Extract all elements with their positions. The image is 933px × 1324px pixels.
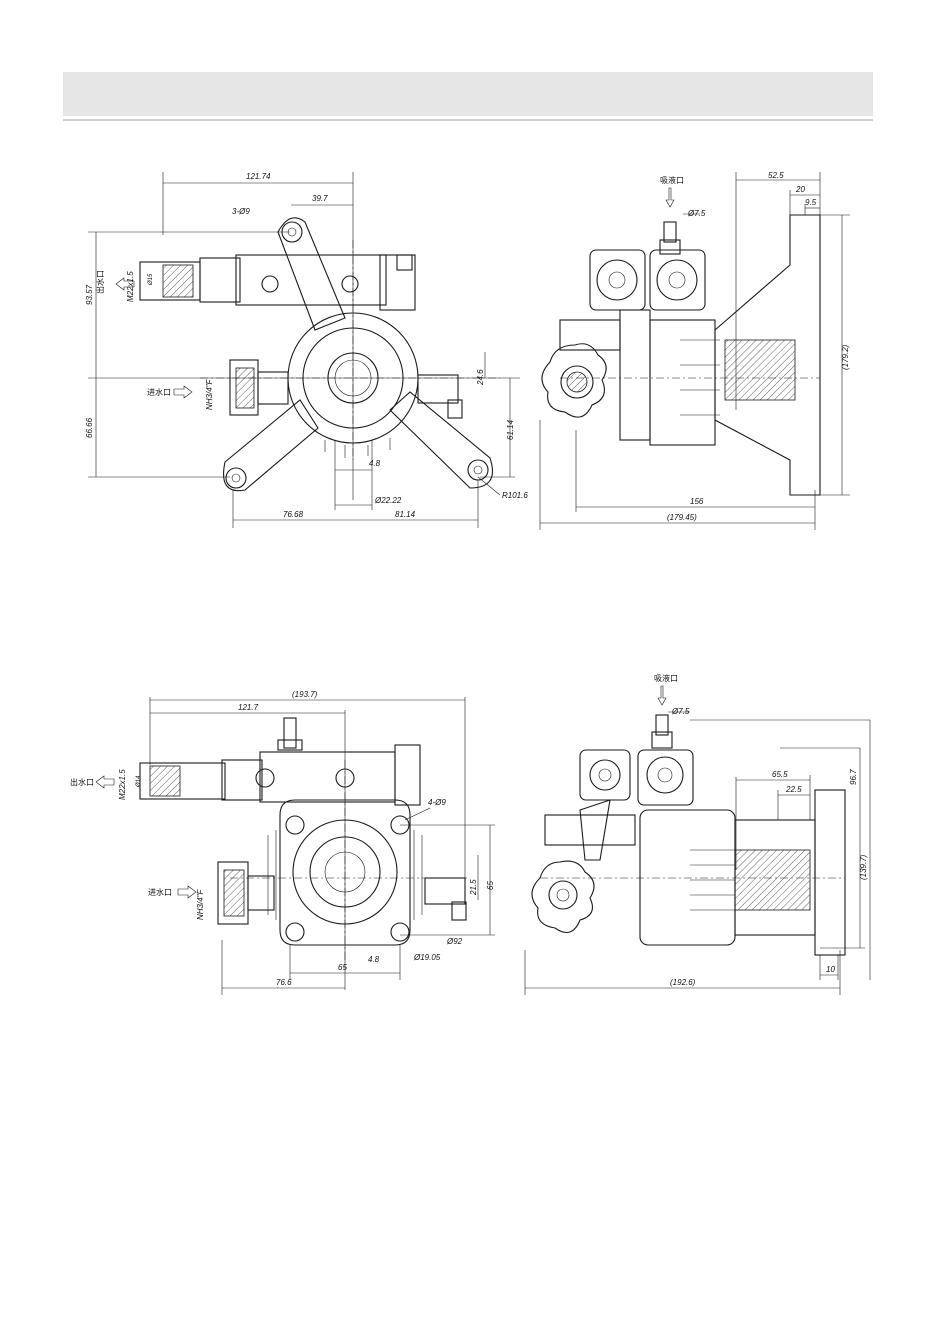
svg-text:65.5: 65.5 [772,770,788,779]
svg-text:(179.45): (179.45) [667,513,697,522]
svg-text:24.6: 24.6 [476,369,485,386]
svg-text:20: 20 [795,185,805,194]
svg-text:121.74: 121.74 [246,172,271,181]
svg-text:76.68: 76.68 [283,510,304,519]
svg-text:66.66: 66.66 [85,417,94,438]
view-top-left: 121.74 39.7 3-Ø9 93.57 66.66 M22x1.5 Ø15… [85,172,528,528]
svg-text:4.8: 4.8 [368,955,380,964]
svg-text:Ø92: Ø92 [446,937,463,946]
svg-text:NH3/4"F: NH3/4"F [196,888,205,920]
svg-text:(139.7): (139.7) [859,854,868,880]
svg-text:进水口: 进水口 [147,387,171,397]
svg-text:39.7: 39.7 [312,194,328,203]
svg-text:M22x1.5: M22x1.5 [118,769,127,800]
view-bottom-left: (193.7) 121.7 4-Ø9 M22x1.5 Ø14 NH3/4"F 2… [70,690,495,995]
svg-text:吸液口: 吸液口 [660,175,684,185]
svg-text:Ø7.5: Ø7.5 [687,209,706,218]
svg-text:R101.6: R101.6 [502,491,528,500]
svg-text:61.14: 61.14 [506,419,515,440]
svg-text:出水口: 出水口 [70,777,94,787]
svg-text:M22x1.5: M22x1.5 [126,271,135,302]
svg-text:Ø22.22: Ø22.22 [374,496,402,505]
view-top-right: 吸液口 52.5 20 9.5 Ø7.5 (179.2) 156 (179.45… [540,171,850,530]
view-bottom-right: 吸液口 Ø7.5 65.5 22.5 96.7 (139.7) 10 (192.… [525,673,870,995]
svg-text:22.5: 22.5 [785,785,802,794]
svg-text:10: 10 [826,965,835,974]
svg-text:(193.7): (193.7) [292,690,318,699]
svg-text:96.7: 96.7 [849,769,858,785]
svg-text:3-Ø9: 3-Ø9 [232,207,250,216]
svg-text:Ø19.05: Ø19.05 [413,953,441,962]
svg-text:52.5: 52.5 [768,171,784,180]
svg-text:吸液口: 吸液口 [654,673,678,683]
svg-text:4.8: 4.8 [369,459,381,468]
svg-text:Ø7.5: Ø7.5 [671,707,690,716]
svg-text:(179.2): (179.2) [841,344,850,370]
svg-text:(192.6): (192.6) [670,978,696,987]
svg-text:81.14: 81.14 [395,510,416,519]
svg-text:4-Ø9: 4-Ø9 [428,798,446,807]
svg-text:进水口: 进水口 [148,887,172,897]
svg-text:121.7: 121.7 [238,703,259,712]
svg-text:出水口: 出水口 [95,270,105,294]
svg-text:76.6: 76.6 [276,978,292,987]
svg-text:9.5: 9.5 [805,198,817,207]
svg-text:65: 65 [338,963,347,972]
svg-text:Ø14: Ø14 [136,775,142,788]
svg-text:65: 65 [486,881,495,890]
svg-text:Ø15: Ø15 [148,273,154,286]
svg-text:156: 156 [690,497,704,506]
svg-text:NH3/4"F: NH3/4"F [205,378,214,410]
svg-text:21.5: 21.5 [469,879,478,896]
svg-text:93.57: 93.57 [85,284,94,305]
